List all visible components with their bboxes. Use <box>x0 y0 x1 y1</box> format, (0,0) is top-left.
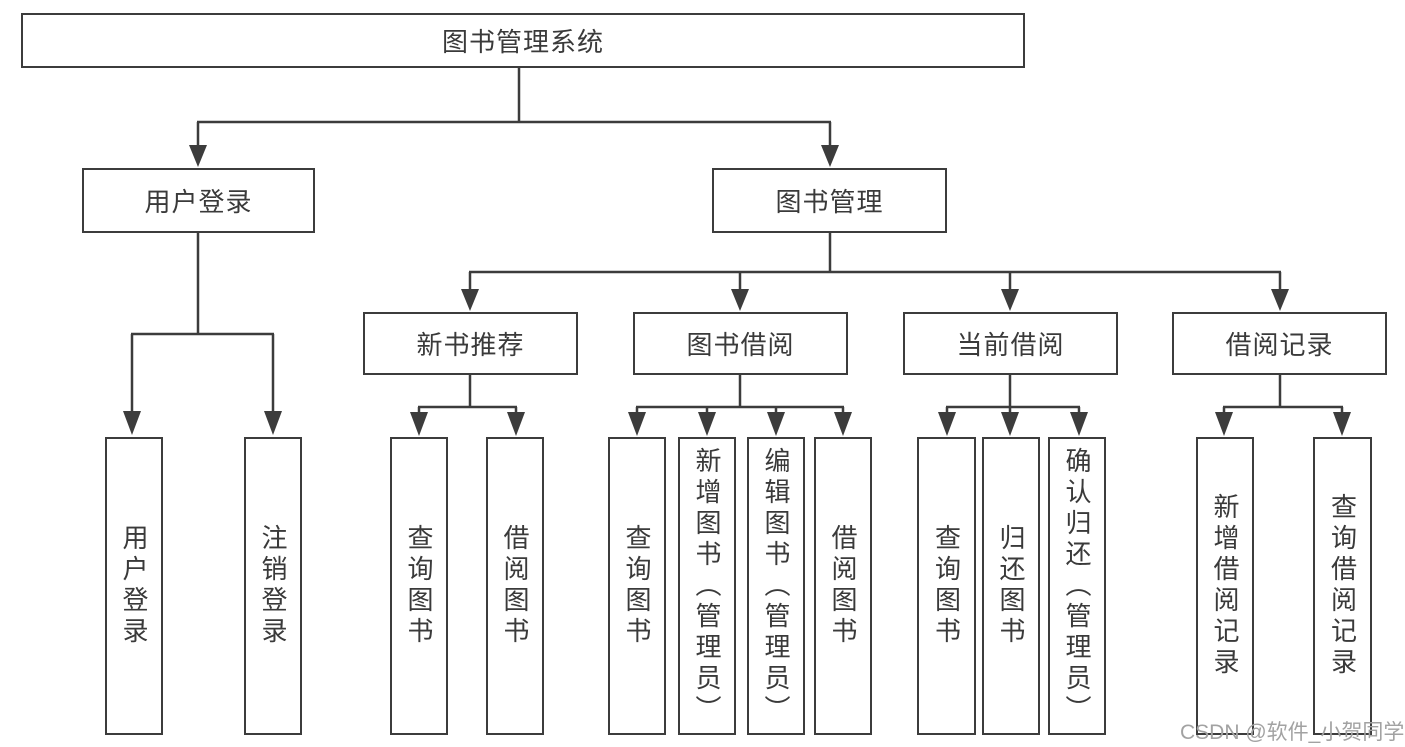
leaf-borrow-books-recommend: 借阅图书 <box>486 437 544 735</box>
leaf-label-user-login: 用户登录 <box>119 524 149 648</box>
node-book-borrowing: 图书借阅 <box>633 312 848 375</box>
leaf-query-books-current: 查询图书 <box>917 437 976 735</box>
node-book-management: 图书管理 <box>712 168 947 233</box>
node-label-current-borrowing: 当前借阅 <box>956 330 1065 360</box>
leaf-logout: 注销登录 <box>244 437 302 735</box>
leaf-confirm-return-admin: 确认归还（管理员） <box>1048 437 1106 735</box>
leaf-edit-book-admin: 编辑图书（管理员） <box>747 437 805 735</box>
leaf-label-logout: 注销登录 <box>258 524 288 648</box>
leaf-add-borrow-record: 新增借阅记录 <box>1196 437 1254 735</box>
leaf-return-book: 归还图书 <box>982 437 1040 735</box>
leaf-borrow-books-borrow: 借阅图书 <box>814 437 872 735</box>
leaf-user-login: 用户登录 <box>105 437 163 735</box>
node-library-management-system: 图书管理系统 <box>21 13 1025 68</box>
node-user-login: 用户登录 <box>82 168 315 233</box>
leaf-query-books-recommend: 查询图书 <box>390 437 448 735</box>
arrowheads <box>123 145 1351 436</box>
node-current-borrowing: 当前借阅 <box>903 312 1118 375</box>
leaf-query-books-borrow: 查询图书 <box>608 437 666 735</box>
leaf-label-borrow-books-borrow: 借阅图书 <box>828 524 858 648</box>
leaf-label-query-borrow-record: 查询借阅记录 <box>1327 493 1358 679</box>
node-label-book-management: 图书管理 <box>775 187 884 217</box>
csdn-watermark: CSDN @软件_小贺同学 <box>1180 721 1405 744</box>
node-label-borrowing-records: 借阅记录 <box>1225 330 1334 360</box>
leaf-label-add-borrow-record: 新增借阅记录 <box>1210 493 1240 679</box>
leaf-label-borrow-books-recommend: 借阅图书 <box>500 524 530 648</box>
leaf-label-edit-book-admin: 编辑图书（管理员） <box>761 446 791 726</box>
leaf-label-add-book-admin: 新增图书（管理员） <box>692 446 722 726</box>
node-label-new-book-recommend: 新书推荐 <box>416 330 525 360</box>
node-label-user-login: 用户登录 <box>144 187 253 217</box>
leaf-add-book-admin: 新增图书（管理员） <box>678 437 736 735</box>
node-label-book-borrowing: 图书借阅 <box>686 330 795 360</box>
leaf-label-confirm-return-admin: 确认归还（管理员） <box>1062 446 1092 726</box>
leaf-label-query-books-current: 查询图书 <box>931 524 962 648</box>
leaf-label-query-books-recommend: 查询图书 <box>404 524 434 648</box>
leaf-label-return-book: 归还图书 <box>996 524 1026 648</box>
leaf-query-borrow-record: 查询借阅记录 <box>1313 437 1372 735</box>
node-label-root: 图书管理系统 <box>441 27 604 57</box>
node-new-book-recommend: 新书推荐 <box>363 312 578 375</box>
node-borrowing-records: 借阅记录 <box>1172 312 1387 375</box>
connector-paths <box>130 68 1344 416</box>
leaf-label-query-books-borrow: 查询图书 <box>622 524 652 648</box>
